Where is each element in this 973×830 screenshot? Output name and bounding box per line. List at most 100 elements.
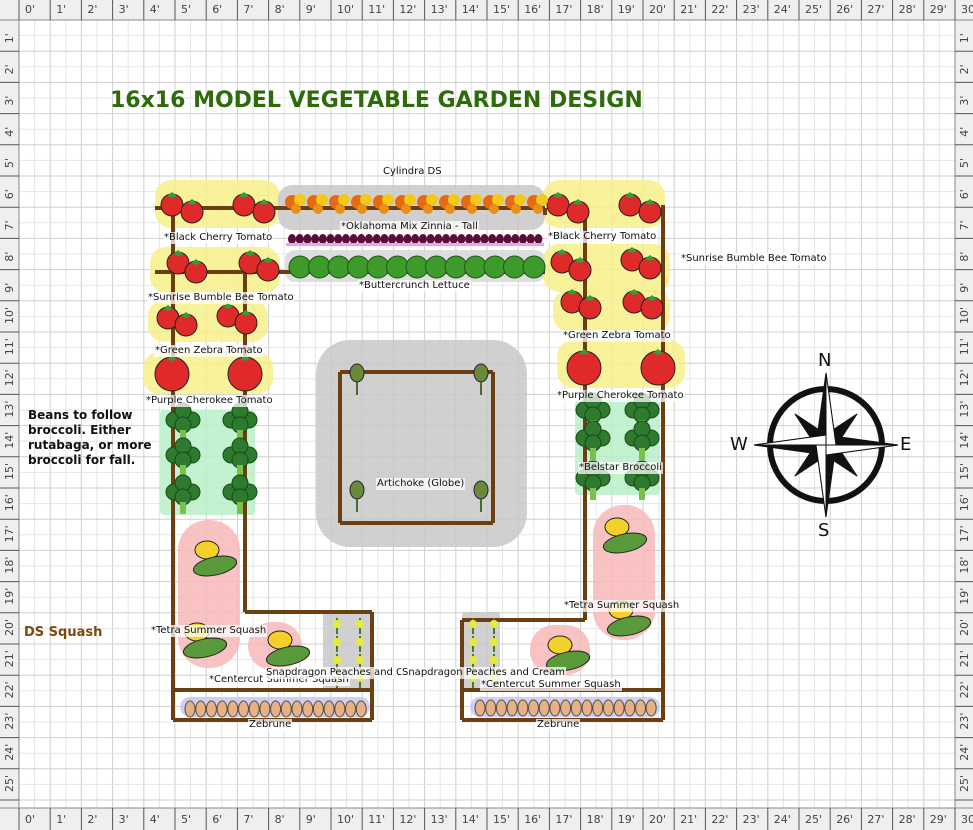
zinnia-icon xyxy=(379,204,389,214)
ruler-y-label: 9' xyxy=(958,283,971,293)
beet-icon xyxy=(488,234,497,244)
label-green-zebra-right[interactable]: *Green Zebra Tomato xyxy=(562,330,672,342)
broccoli-stem xyxy=(639,488,645,500)
beet-icon xyxy=(334,234,343,244)
beet-icon xyxy=(503,234,512,244)
zinnia-icon xyxy=(423,204,433,214)
label-zinnia[interactable]: *Oklahoma Mix Zinnia - Tall xyxy=(340,221,479,233)
ruler-x-label: 23' xyxy=(743,813,760,826)
shallot-icon xyxy=(280,700,292,718)
label-sunrise-right[interactable]: *Sunrise Bumble Bee Tomato xyxy=(680,253,828,265)
snapdragon-icon xyxy=(469,620,477,628)
ruler-y-label: 11' xyxy=(958,338,971,355)
ruler-y-label: 10' xyxy=(3,307,16,324)
beet-icon xyxy=(519,234,527,244)
ruler-x-label: 6' xyxy=(212,813,222,826)
label-zebrune-right[interactable]: Zebrune xyxy=(536,719,581,731)
label-broccoli[interactable]: *Belstar Broccoli xyxy=(578,462,663,474)
tomato-icon xyxy=(227,356,263,392)
beet-icon xyxy=(357,234,366,244)
beet-icon xyxy=(303,234,312,244)
label-black-cherry-left[interactable]: *Black Cherry Tomato xyxy=(163,232,274,244)
ruler-x-label: 25' xyxy=(805,3,822,16)
tomato-stem-icon xyxy=(579,349,589,355)
ruler-x-label: 19' xyxy=(618,813,635,826)
label-black-cherry-right[interactable]: *Black Cherry Tomato xyxy=(547,231,658,243)
label-sunrise-left[interactable]: *Sunrise Bumble Bee Tomato xyxy=(147,292,295,304)
ruler-y-label: 1' xyxy=(958,33,971,43)
beet-icon xyxy=(426,234,435,244)
tomato-stem-icon xyxy=(259,199,269,205)
zinnia-icon xyxy=(426,194,438,206)
ruler-x-label: 2' xyxy=(87,813,97,826)
ruler-x-label: 21' xyxy=(680,813,697,826)
shallot-icon xyxy=(624,699,636,717)
ruler-x-label: 4' xyxy=(150,813,160,826)
label-artichoke[interactable]: Artichoke (Globe) xyxy=(376,478,466,490)
ruler-x-label: 16' xyxy=(524,813,541,826)
ruler-y-label: 21' xyxy=(3,650,16,667)
ruler-y-label: 23' xyxy=(958,713,971,730)
zinnia-icon xyxy=(357,204,367,214)
ruler-y-label: 13' xyxy=(958,401,971,418)
zinnia-icon xyxy=(533,204,543,214)
ruler-y-label: 22' xyxy=(958,681,971,698)
ruler-x-label: 20' xyxy=(649,3,666,16)
beet-icon xyxy=(534,234,543,244)
ruler-y-label: 16' xyxy=(3,494,16,511)
zucchini-icon xyxy=(265,645,311,667)
label-lettuce[interactable]: *Buttercrunch Lettuce xyxy=(358,280,471,292)
label-tetra-left[interactable]: *Tetra Summer Squash xyxy=(150,625,268,637)
ruler-x-label: 5' xyxy=(181,813,191,826)
ruler-x-label: 8' xyxy=(275,3,285,16)
ruler-y-label: 8' xyxy=(958,252,971,262)
label-tetra-right[interactable]: *Tetra Summer Squash xyxy=(563,600,681,612)
tomato-stem-icon xyxy=(245,250,255,256)
broccoli-stem xyxy=(237,430,243,442)
label-green-zebra-left[interactable]: *Green Zebra Tomato xyxy=(154,345,264,357)
beet-icon xyxy=(388,234,397,244)
ruler-y-label: 4' xyxy=(3,127,16,137)
label-purple-cherokee-left[interactable]: *Purple Cherokee Tomato xyxy=(145,395,274,407)
lettuce-icon xyxy=(405,255,429,279)
label-cylindra[interactable]: Cylindra DS xyxy=(383,166,442,177)
snapdragon-icon xyxy=(333,638,341,646)
ruler-x-label: 22' xyxy=(711,3,728,16)
shallot-icon xyxy=(506,699,518,717)
ruler-x-label: 11' xyxy=(368,3,385,16)
label-purple-cherokee-right[interactable]: *Purple Cherokee Tomato xyxy=(556,390,685,402)
ruler-x-label: 1' xyxy=(56,813,66,826)
beet-icon xyxy=(365,234,373,244)
snapdragon-icon xyxy=(490,620,498,628)
ruler-y-label: 2' xyxy=(3,64,16,74)
ruler-y-label: 5' xyxy=(3,158,16,168)
artichoke-shade xyxy=(316,340,527,547)
lettuce-icon xyxy=(464,255,487,279)
ruler-y-label: 18' xyxy=(3,557,16,574)
lettuce-icon xyxy=(425,255,448,279)
shallot-icon xyxy=(312,700,324,718)
beet-icon xyxy=(442,234,450,244)
broccoli-stem xyxy=(639,448,645,460)
snapdragon-icon xyxy=(469,638,477,646)
beet-icon xyxy=(380,234,389,244)
ds-squash-note[interactable]: DS Squash xyxy=(24,625,103,640)
label-snapdragon-left[interactable]: Snapdragon Peaches and C xyxy=(265,667,405,679)
ruler-y-label: 15' xyxy=(958,463,971,480)
label-zebrune-left[interactable]: Zebrune xyxy=(248,719,293,731)
beet-icon xyxy=(326,234,335,244)
label-centercut-right[interactable]: *Centercut Summer Squash xyxy=(480,679,622,691)
ruler-y-label: 19' xyxy=(958,588,971,605)
ruler-y-label: 23' xyxy=(3,713,16,730)
ruler-y-label: 12' xyxy=(958,369,971,386)
shallot-icon xyxy=(635,699,646,717)
beet-icon xyxy=(480,234,489,244)
beans-note[interactable]: Beans to follow broccoli. Either rutabag… xyxy=(28,408,152,467)
ruler-x-label: 6' xyxy=(212,3,222,16)
tomato-stem-icon xyxy=(263,257,273,263)
label-snapdragon-right[interactable]: Snapdragon Peaches and Cream xyxy=(401,667,566,679)
tomato-stem-icon xyxy=(240,355,250,361)
tomato-stem-icon xyxy=(223,303,233,309)
artichoke-icon xyxy=(349,480,365,500)
